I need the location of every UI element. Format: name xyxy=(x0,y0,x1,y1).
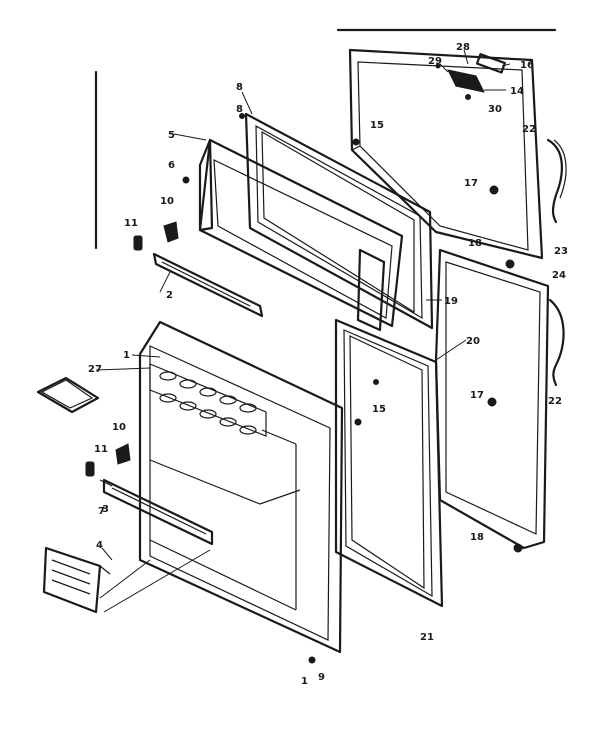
dairy-bin xyxy=(42,546,111,614)
butter-compartment-cover xyxy=(36,376,100,414)
callout-24: 24 xyxy=(552,270,566,281)
callout-8b: 8 xyxy=(236,104,243,115)
callout-15b: 15 xyxy=(372,404,386,415)
lower-hinge-parts xyxy=(85,443,131,477)
freezer-handle xyxy=(546,138,563,224)
callout-11b: 11 xyxy=(94,444,108,455)
callout-4: 4 xyxy=(96,540,103,551)
callout-28: 28 xyxy=(456,42,470,53)
callout-17b: 17 xyxy=(470,390,484,401)
callout-29: 29 xyxy=(428,56,442,67)
callouts: 1 1 2 3 4 5 6 7 8 8 9 10 10 11 11 14 15 … xyxy=(88,42,568,687)
upper-hinge-parts xyxy=(133,176,190,251)
callout-3: 3 xyxy=(102,504,109,515)
freezer-handle-edge xyxy=(553,139,567,199)
callout-6: 6 xyxy=(168,160,175,171)
lower-shelf-bar xyxy=(102,478,214,546)
callout-23: 23 xyxy=(554,246,568,257)
callout-2: 2 xyxy=(166,290,173,301)
leader-lines xyxy=(95,49,511,613)
callout-14: 14 xyxy=(510,86,524,97)
freezer-door-shelf xyxy=(198,138,404,332)
upper-shelf-bar xyxy=(152,252,264,318)
fasteners xyxy=(239,113,523,664)
fresh-food-door-gasket xyxy=(334,318,444,608)
callout-10: 10 xyxy=(160,196,174,207)
callout-18: 18 xyxy=(468,238,482,249)
callout-21: 21 xyxy=(420,632,434,643)
fresh-food-door-liner xyxy=(138,320,344,654)
callout-9: 9 xyxy=(318,672,325,683)
callout-15: 15 xyxy=(370,120,384,131)
callout-10b: 10 xyxy=(112,422,126,433)
callout-30: 30 xyxy=(488,104,502,115)
callout-7: 7 xyxy=(98,506,105,517)
freezer-door-gasket xyxy=(244,112,434,330)
callout-11: 11 xyxy=(124,218,138,229)
callout-16: 16 xyxy=(520,60,534,71)
callout-17: 17 xyxy=(464,178,478,189)
freezer-door-outer-panel xyxy=(348,48,544,260)
callout-1: 1 xyxy=(301,676,308,687)
callout-19: 19 xyxy=(444,296,458,307)
callout-1b: 1 xyxy=(123,350,130,361)
callout-5: 5 xyxy=(168,130,175,141)
callout-20: 20 xyxy=(466,336,480,347)
callout-27: 27 xyxy=(88,364,102,375)
fresh-food-handle xyxy=(548,298,565,387)
handle-trim-parts xyxy=(435,53,506,100)
callout-22: 22 xyxy=(522,124,536,135)
callout-8: 8 xyxy=(236,82,243,93)
callout-18b: 18 xyxy=(470,532,484,543)
callout-22b: 22 xyxy=(548,396,562,407)
